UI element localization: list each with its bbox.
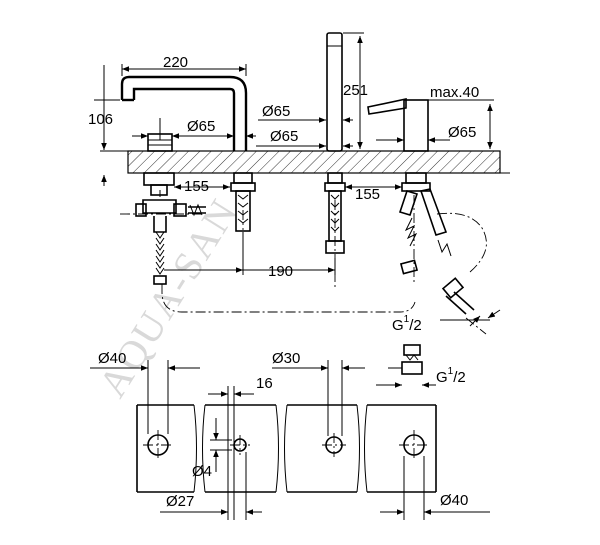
bottom-view: Ø40 Ø30 16 Ø4 Ø27 Ø40: [90, 344, 490, 520]
dim-155-left: 155: [184, 178, 209, 195]
g-half-top: G1/2: [392, 314, 422, 334]
dim-220: 220: [163, 54, 188, 71]
mixer-lever: [367, 98, 407, 115]
dim-d65-mid-top: Ø65: [262, 103, 290, 120]
dim-251: 251: [343, 82, 368, 99]
dim-d40-left: Ø40: [98, 350, 126, 367]
dim-155-right: 155: [355, 186, 380, 203]
dim-d65-left: Ø65: [187, 118, 215, 135]
spout: [120, 75, 248, 151]
dim-190: 190: [268, 263, 293, 280]
deck-plate: [127, 150, 501, 174]
dim-d27: Ø27: [166, 493, 194, 510]
g-half-bot: G1/2: [436, 366, 466, 386]
dim-d30: Ø30: [272, 350, 300, 367]
dim-d40-right: Ø40: [440, 492, 468, 509]
dim-106: 106: [88, 111, 113, 128]
top-view: 220 106 Ø65 Ø65 Ø65 251 max.40 Ø65 1: [88, 32, 510, 335]
dim-max40: max.40: [430, 84, 479, 101]
dim-d65-mid-bot: Ø65: [270, 128, 298, 145]
right-mixer-body: [403, 99, 429, 152]
dim-16: 16: [256, 375, 273, 392]
hand-shower: [326, 32, 343, 152]
dim-d4: Ø4: [192, 463, 212, 480]
dim-d65-right: Ø65: [448, 124, 476, 141]
